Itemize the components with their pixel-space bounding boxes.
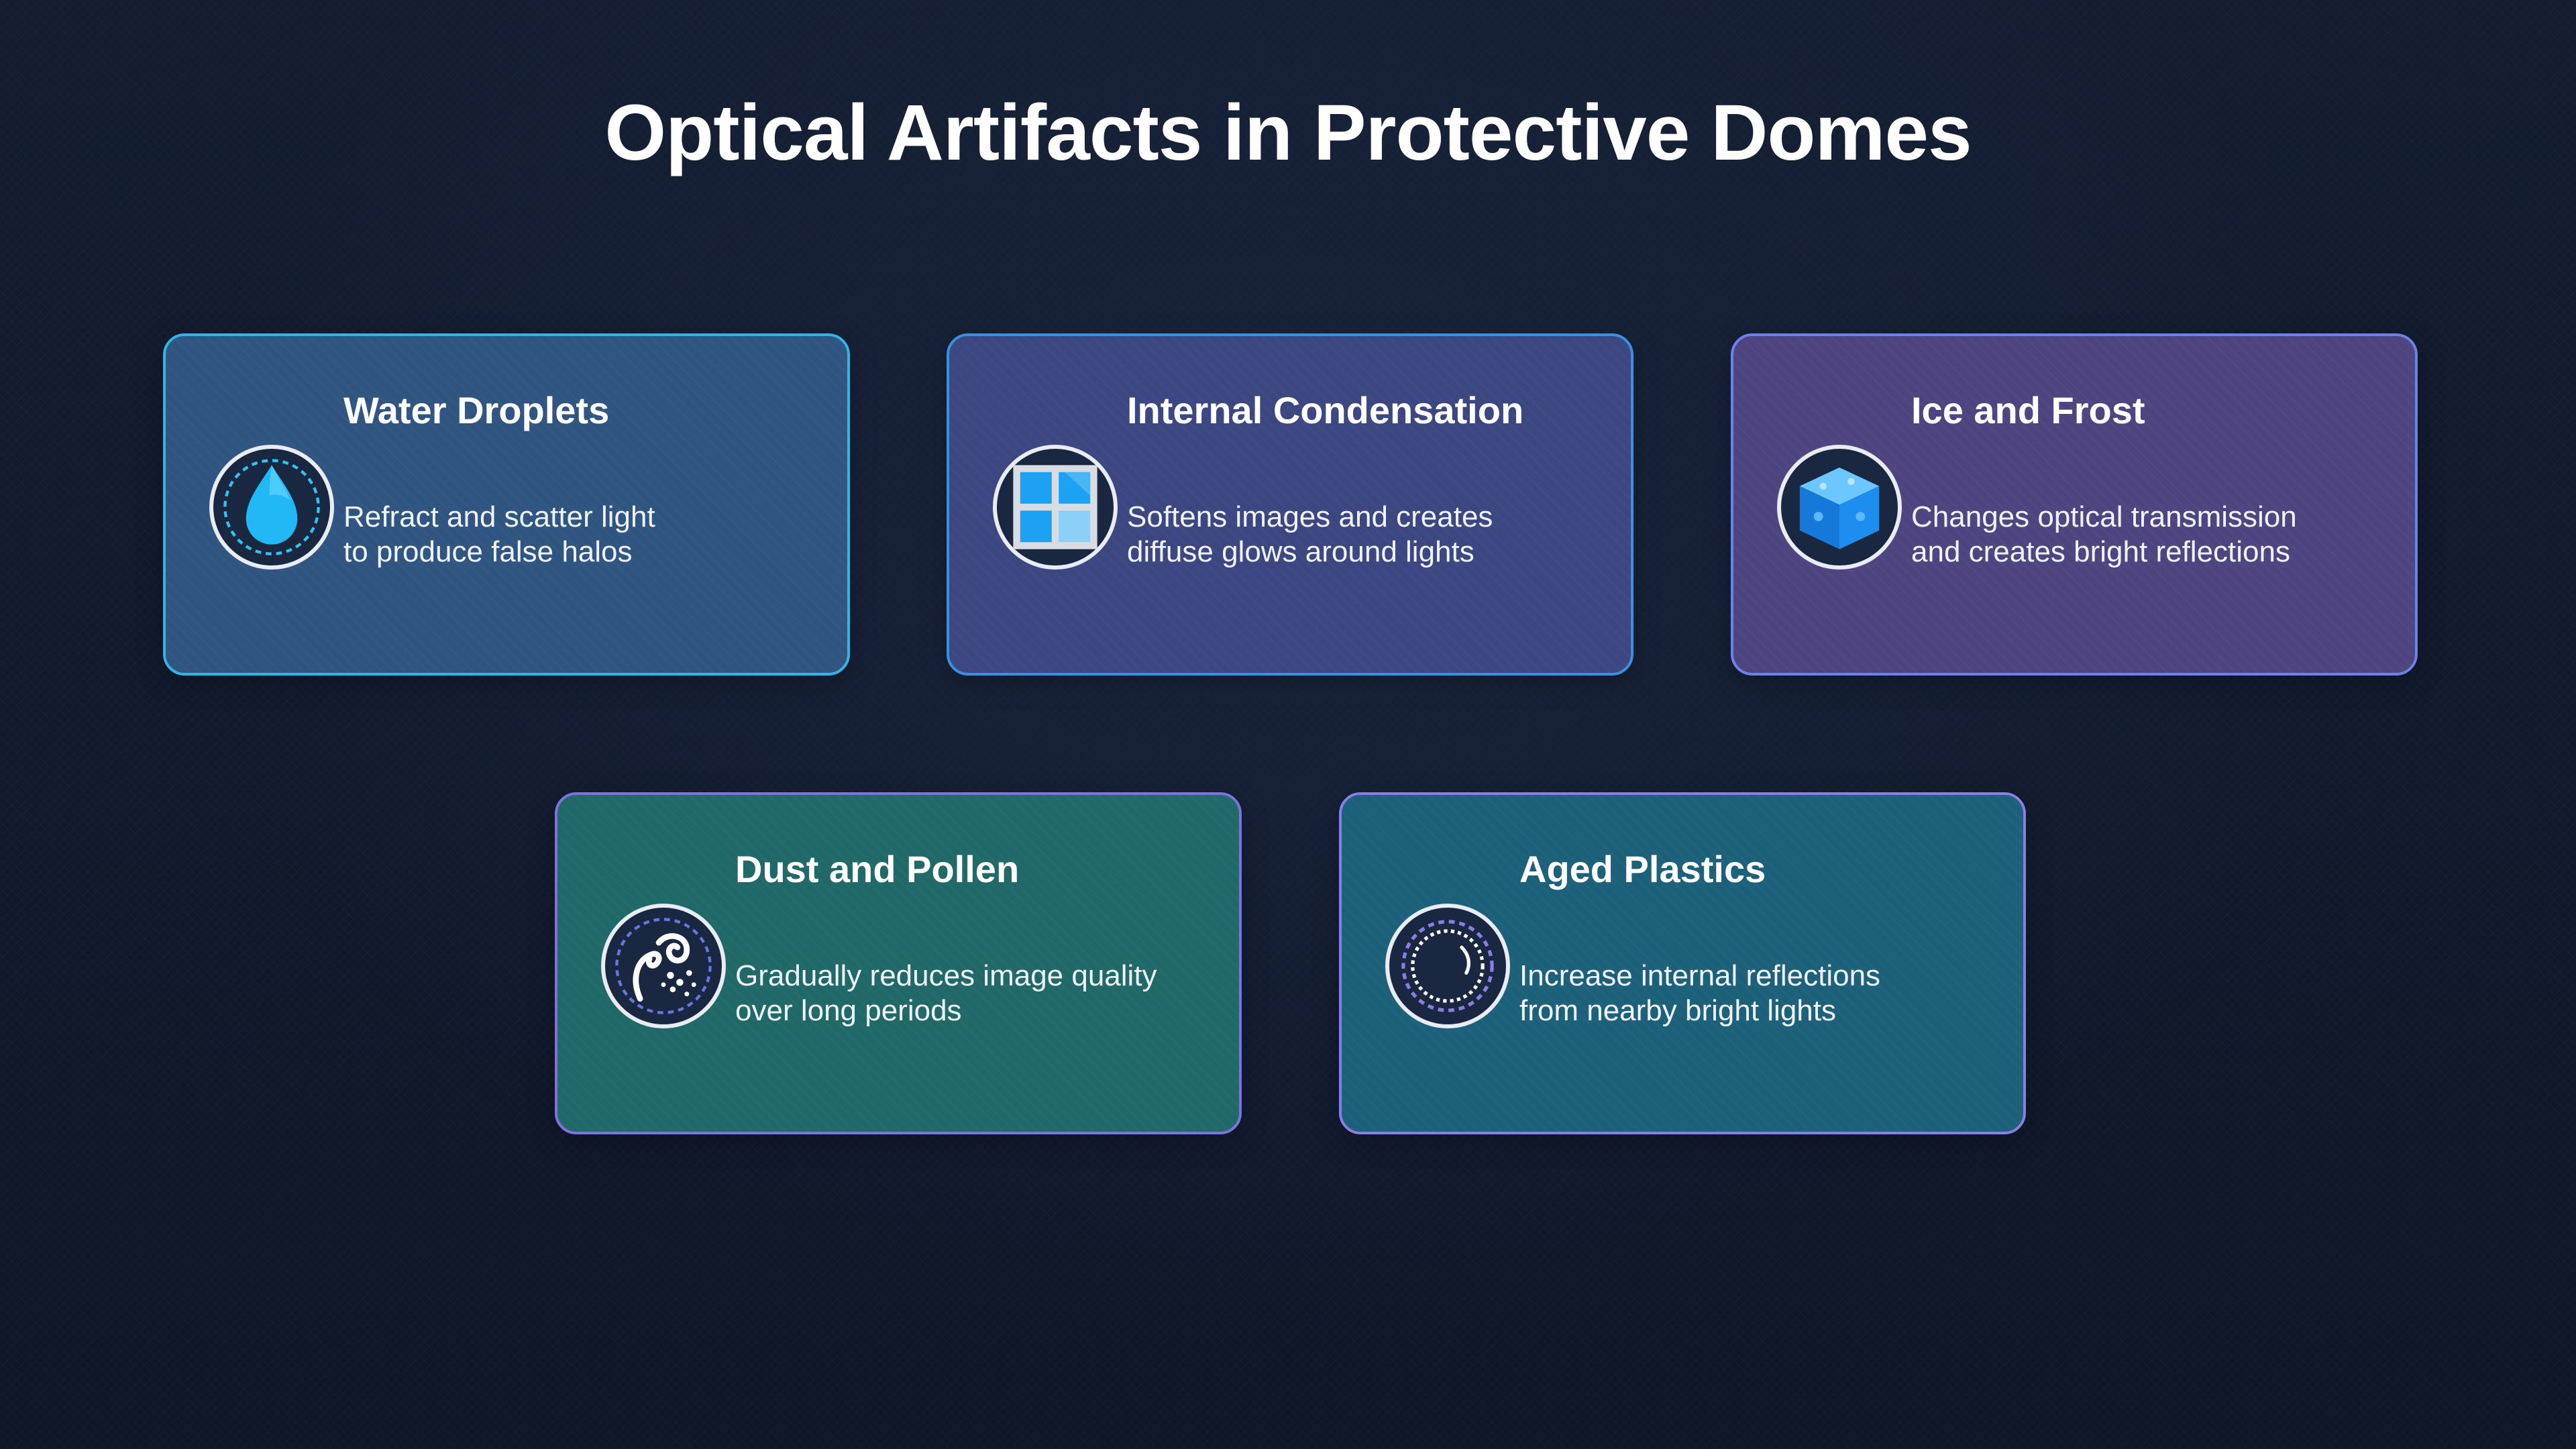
- window-condensation-icon: [993, 445, 1118, 570]
- description-line: Gradually reduces image quality: [735, 959, 1157, 992]
- description-line: over long periods: [735, 994, 962, 1027]
- card-description: Gradually reduces image quality over lon…: [735, 959, 1218, 1028]
- card-title: Internal Condensation: [1127, 389, 1524, 431]
- card-aged-plastics: Aged Plastics Increase internal reflecti…: [1339, 792, 2026, 1134]
- description-line: to produce false halos: [343, 535, 633, 568]
- card-dust-and-pollen: Dust and Pollen Gradually reduces image …: [555, 792, 1242, 1134]
- page-title: Optical Artifacts in Protective Domes: [604, 89, 1972, 177]
- card-internal-condensation: Internal Condensation Softens images and…: [947, 333, 1633, 676]
- card-title: Dust and Pollen: [735, 848, 1020, 890]
- card-description: Changes optical transmission and creates…: [1911, 500, 2394, 570]
- card-title: Aged Plastics: [1519, 848, 1766, 890]
- description-line: Increase internal reflections: [1519, 959, 1881, 992]
- card-ice-and-frost: Ice and Frost Changes optical transmissi…: [1731, 333, 2418, 676]
- card-description: Softens images and creates diffuse glows…: [1127, 500, 1610, 570]
- card-title: Water Droplets: [343, 389, 610, 431]
- description-line: Changes optical transmission: [1911, 500, 2297, 533]
- card-description: Increase internal reflections from nearb…: [1519, 959, 2002, 1028]
- description-line: Refract and scatter light: [343, 500, 655, 533]
- card-water-droplets: Water Droplets Refract and scatter light…: [163, 333, 850, 676]
- ice-cube-icon: [1777, 445, 1902, 570]
- dust-pollen-icon: [601, 904, 726, 1028]
- description-line: from nearby bright lights: [1519, 994, 1836, 1027]
- description-line: and creates bright reflections: [1911, 535, 2290, 568]
- aged-plastic-ring-icon: [1385, 904, 1510, 1028]
- description-line: diffuse glows around lights: [1127, 535, 1474, 568]
- card-description: Refract and scatter light to produce fal…: [343, 500, 826, 570]
- description-line: Softens images and creates: [1127, 500, 1493, 533]
- card-title: Ice and Frost: [1911, 389, 2145, 431]
- water-drop-icon: [209, 445, 334, 570]
